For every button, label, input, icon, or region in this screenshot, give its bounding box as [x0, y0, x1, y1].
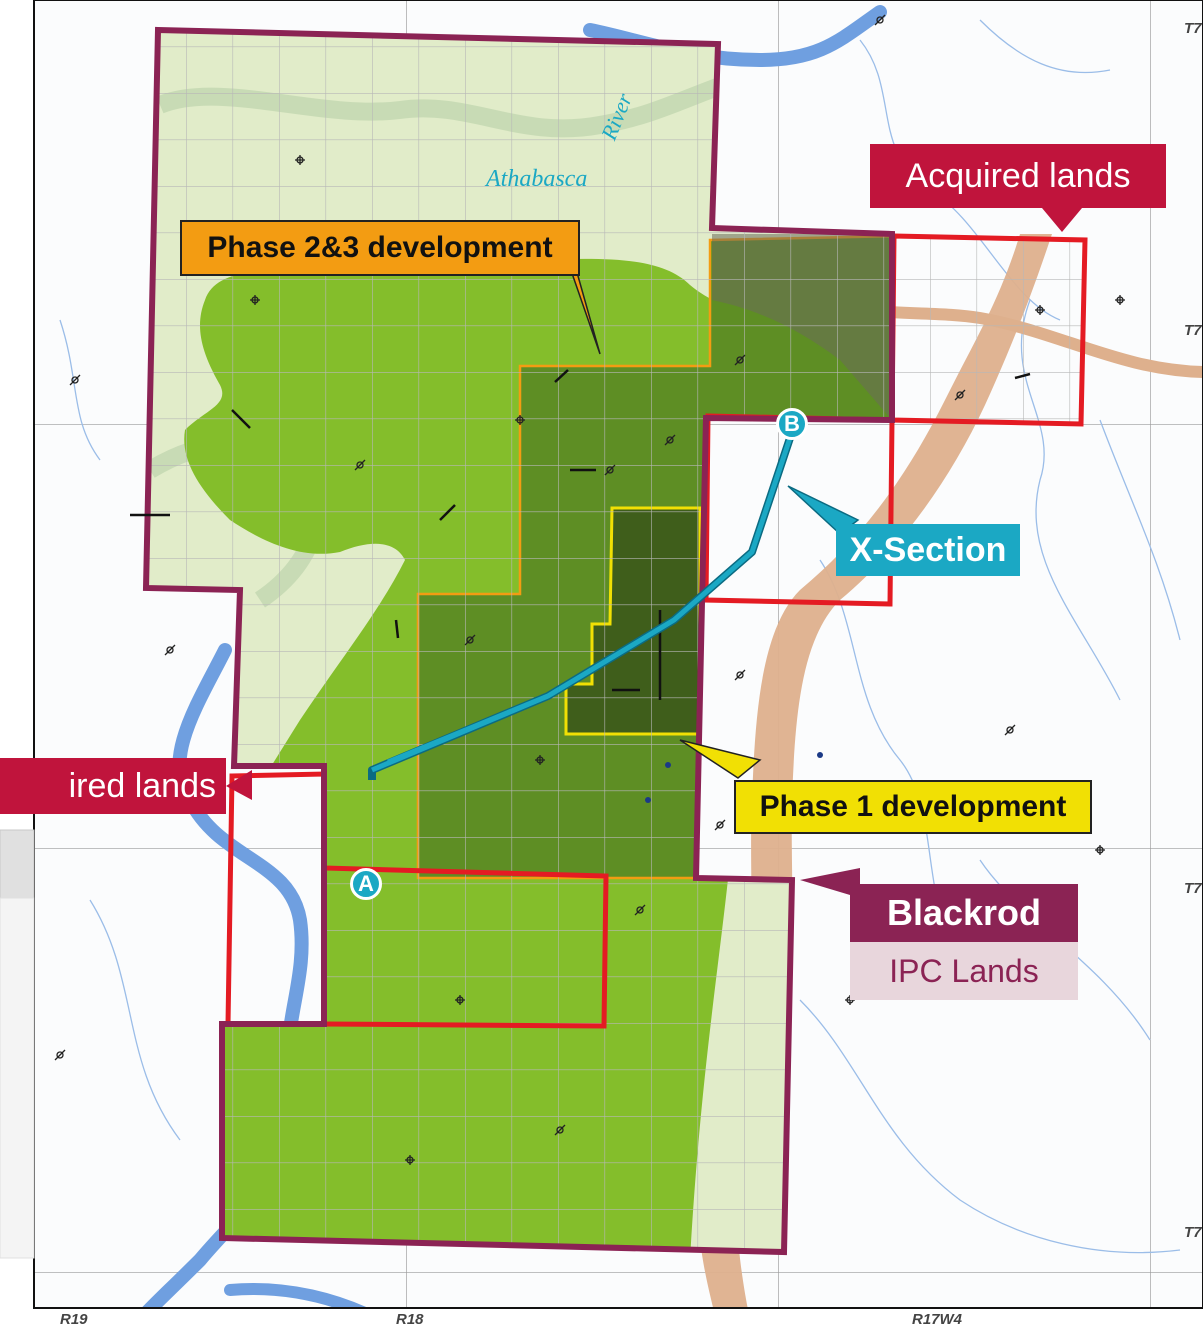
callout-pointers	[226, 208, 1082, 898]
callout-phase23: Phase 2&3 development	[180, 220, 580, 276]
callout-blackrod: Blackrod	[850, 884, 1078, 942]
axis-township-2: T7	[1184, 322, 1202, 339]
axis-range-r18: R18	[396, 1311, 424, 1328]
callout-acquired-lands-left: ired lands	[0, 758, 226, 814]
xsection-marker-a: A	[350, 868, 382, 900]
callout-xsection: X-Section	[836, 524, 1020, 576]
axis-range-r19: R19	[60, 1311, 88, 1328]
callout-phase1: Phase 1 development	[734, 780, 1092, 834]
blackrod-boundary	[142, 26, 895, 1256]
side-panel	[0, 829, 35, 899]
callout-acquired-lands-right: Acquired lands	[870, 144, 1166, 208]
axis-township-3: T7	[1184, 880, 1202, 897]
side-panel-body	[0, 897, 35, 1259]
map-canvas	[34, 0, 1203, 1308]
markers-dots	[645, 752, 823, 803]
xsection-marker-b: B	[776, 408, 808, 440]
river-name-athabasca: Athabasca	[486, 166, 588, 192]
axis-range-r17w4: R17W4	[912, 1311, 963, 1328]
well-symbols	[54, 14, 1125, 1165]
axis-township-4: T7	[1184, 1224, 1202, 1241]
map-frame	[33, 0, 1203, 1309]
axis-township-1: T7	[1184, 20, 1202, 37]
legend-ipc-lands: IPC Lands	[850, 942, 1078, 1000]
